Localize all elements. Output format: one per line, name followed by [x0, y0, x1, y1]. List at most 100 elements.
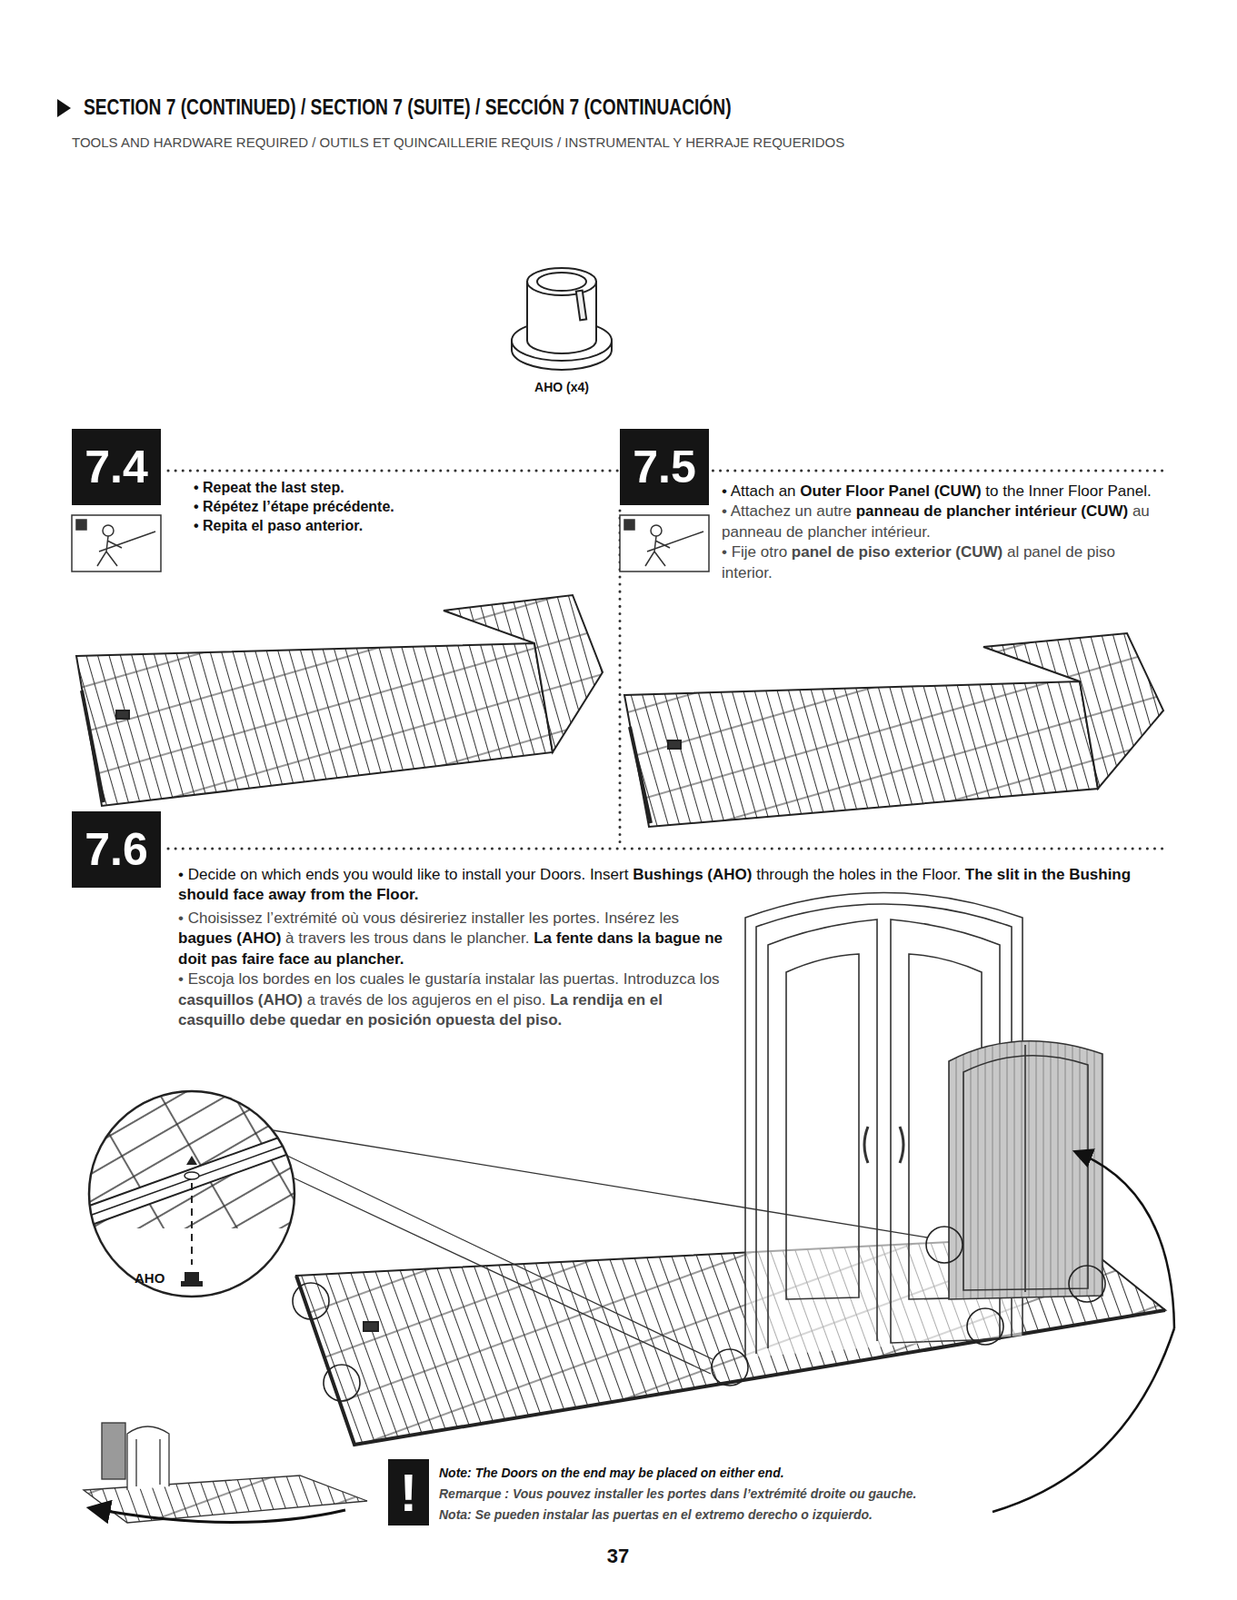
- drawing-part: [948, 1041, 1103, 1300]
- drawing-part: [619, 515, 709, 572]
- tools-heading: TOOLS AND HARDWARE REQUIRED / OUTILS ET …: [71, 134, 845, 150]
- paragraph: Remarque : Vous pouvez installer les por…: [438, 1484, 985, 1506]
- step-text: • Escoja los bordes en los cuales le gus…: [178, 970, 720, 988]
- paragraph: • Repeat the last step.: [193, 478, 558, 499]
- step-text: • Choisissez l’extrémité où vous désirer…: [178, 909, 679, 928]
- step-text: to the Inner Floor Panel.: [985, 482, 1151, 500]
- floor-panels-7-5: [624, 633, 1164, 828]
- note-text: Nota: Se pueden instalar las puertas en …: [438, 1507, 873, 1523]
- drawing-part: [186, 1156, 198, 1166]
- drawing-part: [272, 1130, 928, 1375]
- bushing-drawing: [511, 268, 612, 370]
- step-text: • Repita el paso anterior.: [193, 518, 363, 534]
- drawing-part: [296, 1276, 1166, 1446]
- step-number: 7.5: [619, 428, 709, 506]
- drawing-part: [83, 1476, 368, 1524]
- drawing-part: [71, 515, 161, 572]
- drawing-part: [967, 1308, 1004, 1346]
- section-heading: SECTION 7 (CONTINUED) / SECTION 7 (SUITE…: [83, 94, 732, 120]
- drawing-part: [76, 643, 553, 807]
- step-text: panel de piso exterior (CUW): [791, 543, 1003, 561]
- drawing-part: [190, 1183, 193, 1266]
- text-block: Note: The Doors on the end may be placed…: [438, 1463, 985, 1527]
- drawing-part: [81, 1127, 310, 1229]
- drawing-part: [537, 272, 587, 291]
- drawing-part: [711, 1349, 749, 1387]
- paragraph: • Fije otro panel de piso exterior (CUW)…: [721, 542, 1166, 584]
- note-text: Note: The Doors on the end may be placed…: [438, 1466, 785, 1481]
- drawing-part: [1068, 1266, 1106, 1303]
- step-text: a través de los agujeros en el piso.: [307, 991, 547, 1009]
- step-text: through the holes in the Floor.: [756, 866, 961, 884]
- drawing-part: [81, 1137, 310, 1219]
- heading-text: SECTION 7 (CONTINUED) / SECTION 7 (SUITE…: [83, 94, 732, 120]
- end-door: [948, 1041, 1103, 1300]
- step-text: • Decide on which ends you would like to…: [178, 866, 629, 884]
- drawing-part: [668, 740, 681, 749]
- paragraph: • Repita el paso anterior.: [193, 517, 558, 537]
- drawing-part: [864, 1127, 904, 1164]
- note-text: Remarque : Vous pouvez installer les por…: [438, 1486, 917, 1502]
- step-text: à travers les trous dans le plancher.: [285, 929, 529, 948]
- step-text: bagues (AHO): [178, 929, 281, 948]
- heading-marker: [57, 99, 71, 118]
- drawing-part: [292, 1283, 330, 1320]
- paragraph: • Attach an Outer Floor Panel (CUW) to t…: [721, 481, 1166, 502]
- drawing-part: [926, 1227, 963, 1264]
- drawing-part: [76, 519, 156, 567]
- drawing-part: [624, 519, 704, 567]
- paragraph: • Répétez l’étape précédente.: [193, 498, 558, 518]
- step-text: panneau de plancher intérieur (CUW): [856, 502, 1128, 520]
- text-block: TOOLS AND HARDWARE REQUIRED / OUTILS ET …: [71, 134, 1208, 151]
- helper-icon: [71, 515, 709, 572]
- drawing-part: [180, 1272, 203, 1287]
- paragraph: • Choisissez l’extrémité où vous désirer…: [178, 908, 724, 970]
- paragraph: • Attachez un autre panneau de plancher …: [721, 501, 1166, 543]
- drawing-part: [363, 1322, 379, 1332]
- floor-panels-7-4: [76, 595, 603, 807]
- paragraph: Nota: Se pueden instalar las puertas en …: [438, 1505, 985, 1527]
- text-block: 37: [590, 1545, 646, 1569]
- step-text: • Répétez l’étape précédente.: [193, 498, 395, 515]
- part-label: AHO (x4): [534, 379, 589, 395]
- drawing-part: [168, 847, 1164, 851]
- drawing-part: [645, 531, 704, 567]
- drawing-part: [992, 1328, 1175, 1513]
- text-block: • Attach an Outer Floor Panel (CUW) to t…: [721, 481, 1166, 584]
- node-text: !: [399, 1466, 418, 1520]
- part-label: AHO: [134, 1270, 165, 1287]
- drawing-part: [136, 1439, 160, 1487]
- warning-icon: !: [388, 1459, 429, 1527]
- step-text: casquillos (AHO): [178, 991, 303, 1009]
- drawing-part: [81, 1086, 310, 1311]
- step-text: • Attach an: [721, 482, 797, 500]
- drawing-part: [629, 727, 651, 824]
- drawing-part: [287, 1156, 713, 1360]
- drawing-part: [97, 531, 156, 567]
- drawing-part: [184, 1172, 200, 1180]
- drawing-part: [116, 710, 130, 719]
- inset-drawing: [83, 1423, 368, 1524]
- text-block: AHO: [134, 1270, 180, 1287]
- node-text: 7.4: [84, 444, 149, 490]
- step-text: • Repeat the last step.: [193, 479, 345, 496]
- paragraph: 37: [590, 1545, 646, 1569]
- node-text: 7.6: [84, 827, 149, 873]
- step-number: 7.6: [71, 811, 161, 888]
- drawing-part: [650, 525, 662, 537]
- position-circle: [292, 1227, 1106, 1402]
- drawing-part: [101, 1423, 126, 1480]
- drawing-part: [768, 919, 878, 1349]
- drawing-part: [527, 268, 597, 296]
- text-block: • Repeat the last step. • Répétez l’étape…: [193, 478, 558, 536]
- drawing-part: [127, 1426, 170, 1491]
- drawing-part: [624, 681, 1098, 828]
- drawing-part: [81, 690, 104, 803]
- drawing-part: [272, 1130, 928, 1238]
- drawing-part: [102, 525, 114, 537]
- paragraph: • Decide on which ends you would like to…: [178, 865, 1169, 907]
- text-block: • Choisissez l’extrémité où vous désirer…: [178, 908, 724, 1032]
- drawing-part: [292, 1177, 711, 1375]
- text-block: • Decide on which ends you would like to…: [178, 865, 1169, 907]
